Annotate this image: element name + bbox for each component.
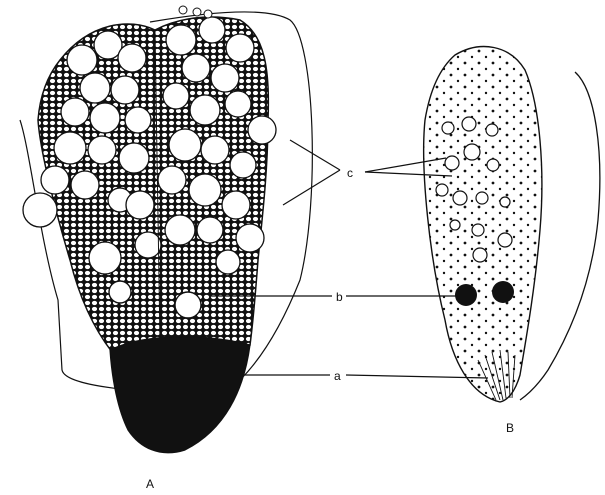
panel-a <box>20 6 312 453</box>
panel-label-a: A <box>146 477 154 491</box>
callout-label-a: a <box>334 369 341 383</box>
panel-b-nucleus-right <box>492 281 514 303</box>
panel-b <box>424 47 600 402</box>
panel-label-b: B <box>506 421 514 435</box>
callout-label-b: b <box>336 290 343 304</box>
panel-b-cell <box>424 47 542 402</box>
panel-a-dark-base <box>110 337 250 453</box>
panel-b-nucleus-left <box>455 284 477 306</box>
callout-label-c: c <box>347 166 353 180</box>
